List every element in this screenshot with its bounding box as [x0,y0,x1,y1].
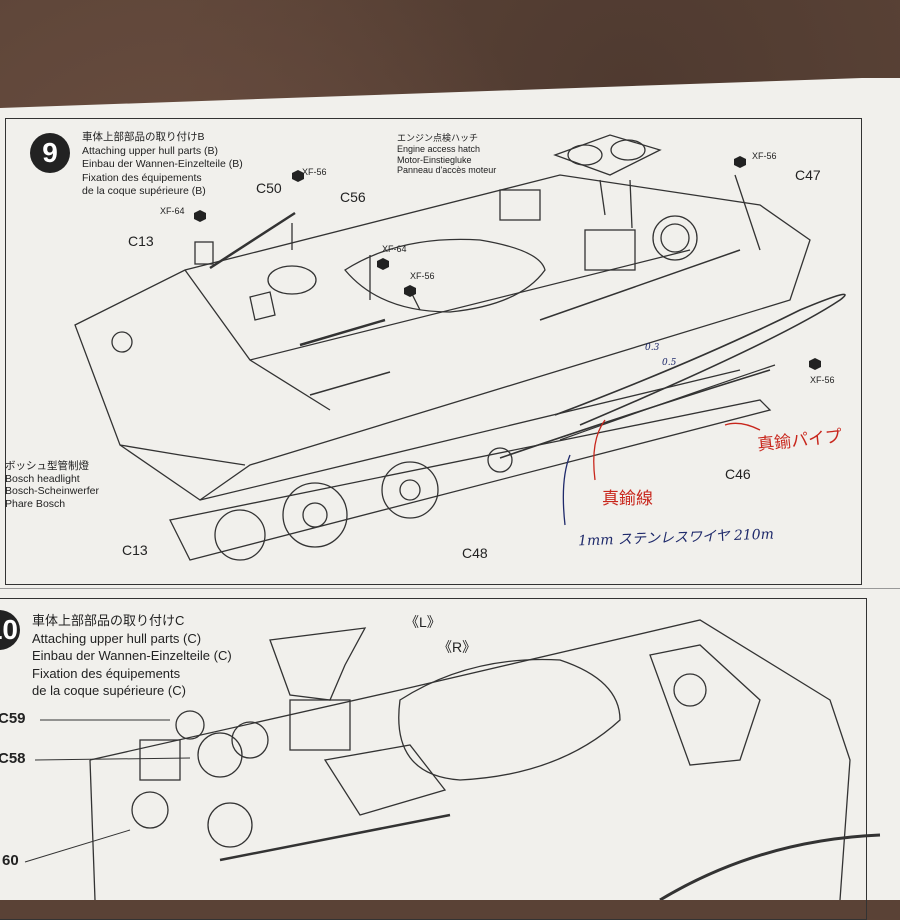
hull-line-drawing [74,134,881,900]
part-c58: C58 [0,750,26,767]
note-dim-a: 0.3 [645,343,660,353]
step9-title-en: Attaching upper hull parts (B) [82,144,218,157]
side-left-label: 《L》 [405,614,441,630]
engine-hatch-en: Engine access hatch [397,143,481,154]
step10-title-fr1: Fixation des équipements [32,665,181,681]
headlight-en: Bosch headlight [5,472,80,485]
paint-xf64-a: XF-64 [160,206,185,216]
step9-title-de: Einbau der Wannen-Einzelteile (B) [82,158,243,170]
step10-leader-lines [24,719,191,863]
part-c13-bottom: C13 [122,542,148,558]
step9-title-jp: 車体上部部品の取り付けB [82,131,205,143]
part-c59: C59 [0,710,26,727]
part-c48: C48 [462,545,488,561]
headlight-jp: ボッシュ型管制燈 [5,460,89,472]
headlight-fr: Phare Bosch [5,497,66,510]
engine-hatch-de: Motor-Einstiegluke [397,154,472,165]
step10-title-en: Attaching upper hull parts (C) [32,630,202,646]
part-c56: C56 [340,189,366,205]
paint-xf56-a: XF-56 [302,167,327,177]
step10-number-badge: 10 [0,610,20,650]
step10-title-de: Einbau der Wannen-Einzelteile (C) [32,648,232,663]
panel-divider [0,588,900,589]
part-c60: 60 [2,852,19,869]
part-c47: C47 [795,167,821,183]
side-right-label: 《R》 [438,639,477,655]
paint-drop-icons [194,156,821,370]
step9-number-badge: 9 [30,133,70,173]
note-dim-b: 0.5 [662,358,677,368]
headlight-caption: ボッシュ型管制燈 Bosch headlight Bosch-Scheinwer… [5,460,99,510]
part-c13-top: C13 [128,233,154,249]
paint-xf56-b: XF-56 [410,271,435,281]
step9-title-fr1: Fixation des équipements [82,171,202,184]
engine-hatch-caption: エンジン点検ハッチ Engine access hatch Motor-Eins… [397,133,496,176]
handwritten-leader-lines [562,419,761,526]
engine-hatch-jp: エンジン点検ハッチ [397,133,479,143]
part-c50: C50 [256,180,282,196]
step9-title: 車体上部部品の取り付けB Attaching upper hull parts … [82,131,243,199]
engine-hatch-fr: Panneau d'accès moteur [397,165,497,176]
step9-panel [5,118,862,585]
instruction-sheet [0,78,900,900]
paint-xf64-b: XF-64 [382,244,407,254]
note-brass-wire: 真鍮線 [602,489,653,509]
part-c46: C46 [725,466,751,482]
paint-xf56-c: XF-56 [752,151,777,161]
paint-xf56-d: XF-56 [810,375,835,385]
step9-title-fr2: de la coque supérieure (B) [82,185,206,197]
step10-title: 車体上部部品の取り付けC Attaching upper hull parts … [32,612,232,700]
headlight-de: Bosch-Scheinwerfer [5,485,99,498]
step10-title-jp: 車体上部部品の取り付けC [32,613,185,628]
step10-title-fr2: de la coque supérieure (C) [32,683,186,698]
